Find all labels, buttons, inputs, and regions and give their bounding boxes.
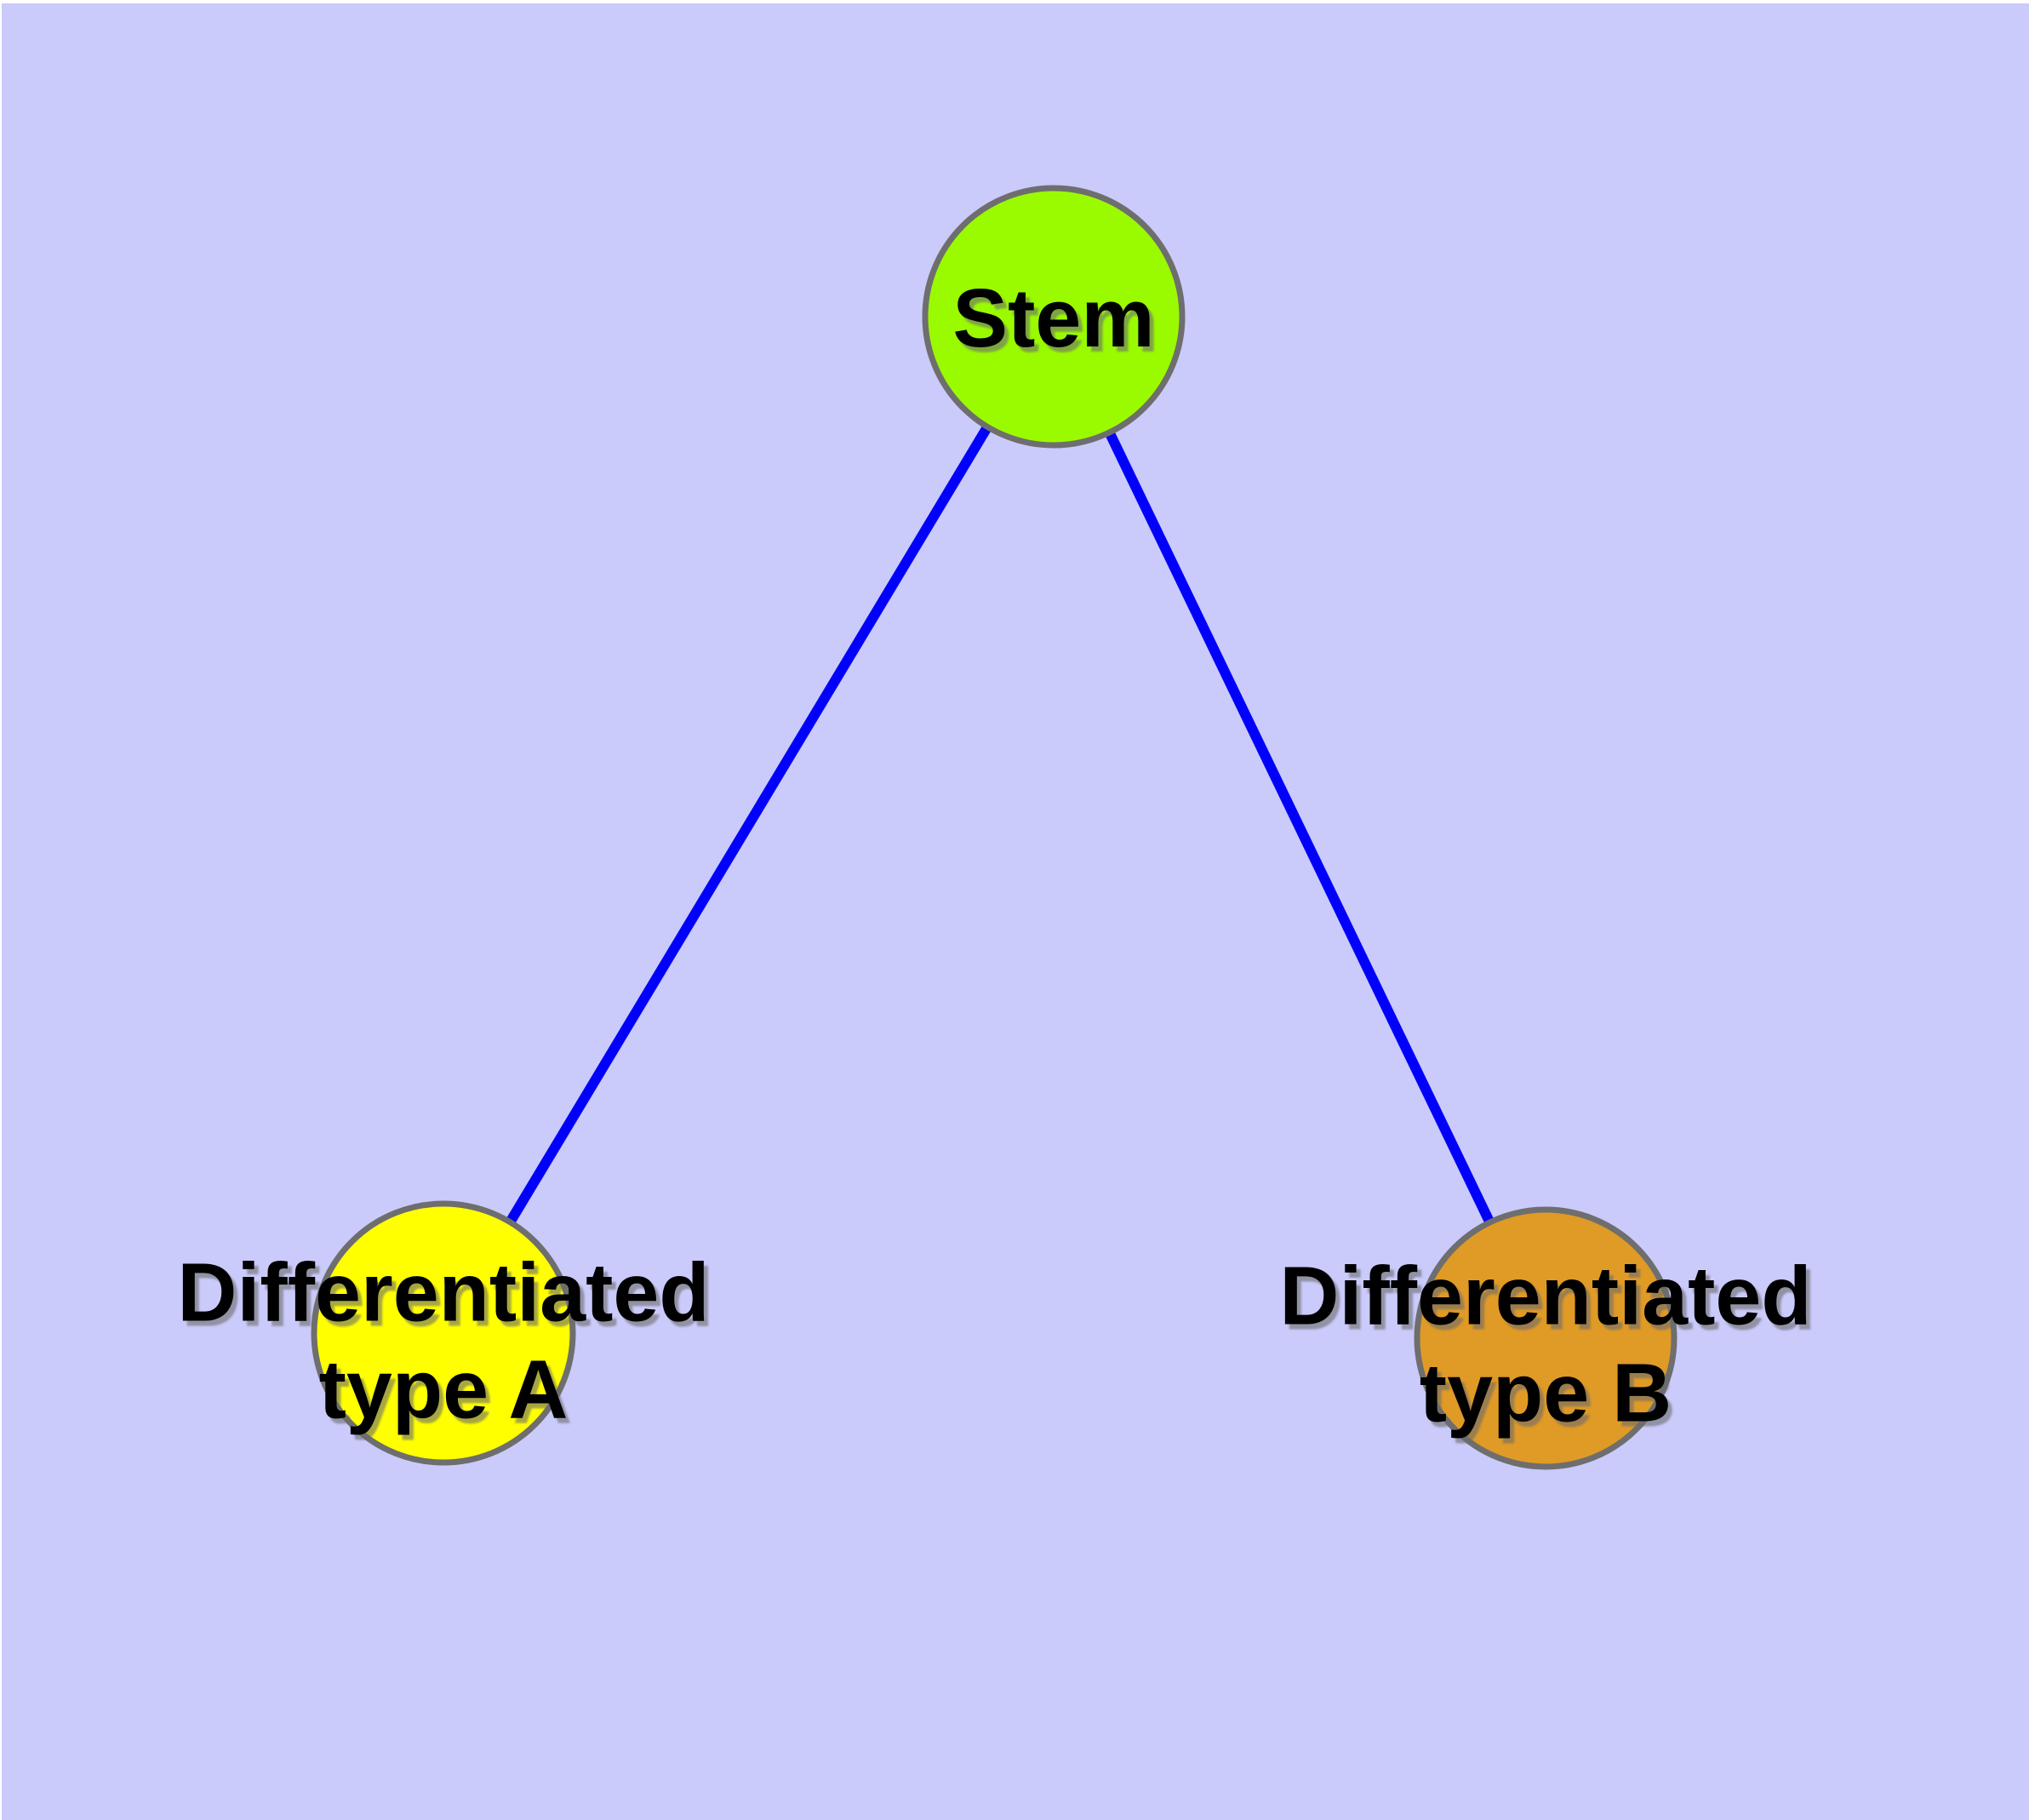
node-label-type-b-line2: type B: [1419, 1347, 1672, 1439]
node-label-type-a: Differentiated type A: [177, 1245, 709, 1439]
node-label-type-a-line2: type A: [318, 1343, 569, 1436]
node-type-a-circle: [311, 1200, 576, 1466]
node-stem-circle: [922, 185, 1186, 449]
node-label-type-b: Differentiated type B: [1279, 1248, 1811, 1443]
node-label-type-b-line1: Differentiated: [1279, 1249, 1812, 1342]
node-label-stem: Stem: [952, 270, 1154, 367]
edge-stem-to-type-a: [438, 313, 1059, 1336]
node-label-type-a-line1: Differentiated: [177, 1245, 710, 1339]
node-type-b-circle: [1414, 1206, 1677, 1470]
node-label-stem-text: Stem: [952, 271, 1155, 364]
edge-stem-to-type-b: [1049, 314, 1551, 1341]
